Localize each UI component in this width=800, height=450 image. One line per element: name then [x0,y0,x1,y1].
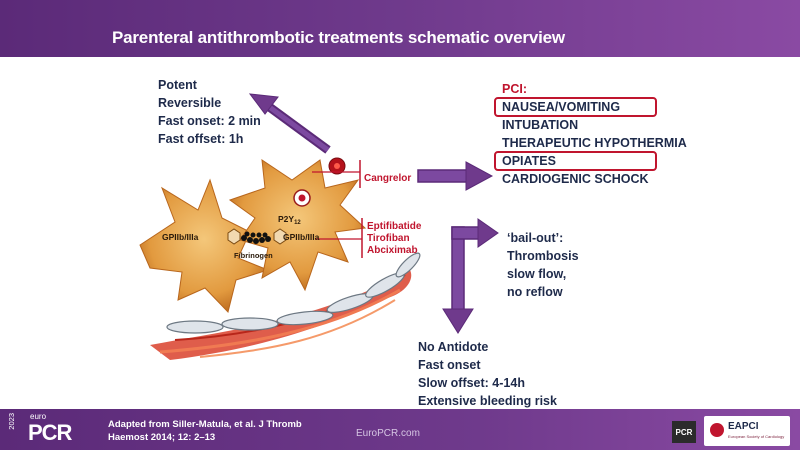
slide-title: Parenteral antithrombotic treatments sch… [112,28,565,47]
pci-item: CARDIOGENIC SCHOCK [502,172,649,186]
bailout-line: ‘bail-out’: [507,231,564,245]
heart-icon [710,423,724,437]
pci-item: THERAPEUTIC HYPOTHERMIA [502,136,687,150]
logo-year: 2023 [7,413,16,430]
property-line: No Antidote [418,340,489,354]
platelet-right [228,158,367,292]
tirofiban-label: Tirofiban [367,233,410,244]
eapci-subtitle: European Society of Cardiology [728,434,785,439]
eapci-text: EAPCI [728,421,759,432]
pci-item: OPIATES [502,154,556,168]
p2y12-label: P2Y12 [278,214,301,226]
property-line: Fast onset: 2 min [158,114,261,128]
pci-item: INTUBATION [502,118,579,132]
highlight-box-opiates [494,151,657,171]
eapci-logo: EAPCI European Society of Cardiology [704,416,790,446]
gp-inhibitor-properties: No Antidote Fast onset Slow offset: 4-14… [418,338,557,410]
property-line: Slow offset: 4-14h [418,376,525,390]
reference-line: Adapted from Siller-Matula, et al. J Thr… [108,419,302,430]
gp-label-right: GPIIb/IIIa [283,232,320,242]
arrow-to-left-block [248,93,331,154]
fibrinogen-label: Fibrinogen [234,251,273,260]
pci-item: NAUSEA/VOMITING [502,100,621,114]
pci-heading: PCI: [502,82,527,96]
gp-label-left: GPIIb/IIIa [162,232,199,242]
platelet-left [139,178,270,313]
property-line: Reversible [158,96,222,110]
property-line: Extensive bleeding risk [418,394,557,408]
gp-inhibitor-list: Eptifibatide Tirofiban Abciximab [367,221,421,257]
highlight-box-nausea [494,97,657,117]
eptifibatide-label: Eptifibatide [367,221,422,232]
bailout-line: slow flow, [507,267,567,281]
footer-url[interactable]: EuroPCR.com [356,428,420,439]
footer-bar [0,409,800,450]
reference-citation: Adapted from Siller-Matula, et al. J Thr… [108,418,302,444]
property-line: Fast offset: 1h [158,132,244,146]
pci-block: PCI: NAUSEA/VOMITING INTUBATION THERAPEU… [502,80,687,188]
logo-euro-text: euro [30,412,47,421]
europcr-logo: PCR [28,420,72,445]
abciximab-label: Abciximab [367,245,418,256]
fibrinogen-chain [227,228,287,245]
endothelial-cells [166,252,421,334]
cangrelor-label: Cangrelor [364,173,412,184]
bailout-line: Thrombosis [507,249,579,263]
bailout-line: no reflow [507,285,563,299]
property-line: Potent [158,78,197,92]
arrow-to-pci-block [417,161,494,191]
property-line: Fast onset [418,358,481,372]
header-bar [0,0,800,57]
reference-line: Haemost 2014; 12: 2–13 [108,432,216,443]
bailout-block: ‘bail-out’: Thrombosis slow flow, no ref… [507,229,579,301]
pcr-badge-logo: PCR [672,421,696,443]
cangrelor-properties: Potent Reversible Fast onset: 2 min Fast… [158,76,261,148]
arrow-bailout-bottom [442,218,499,334]
